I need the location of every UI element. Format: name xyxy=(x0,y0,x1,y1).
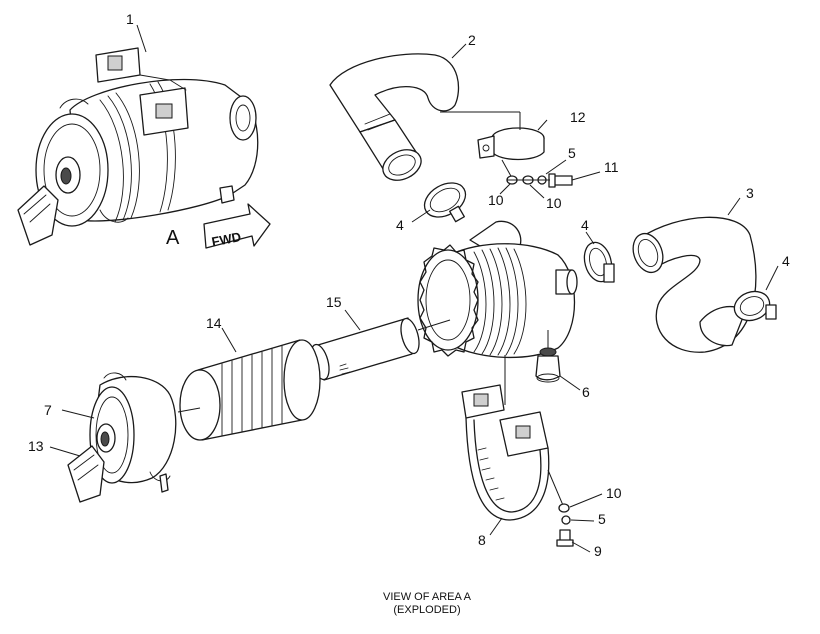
area-marker: A xyxy=(166,227,180,249)
callout-15: 15 xyxy=(326,294,342,310)
callout-8: 8 xyxy=(478,532,486,548)
fwd-arrow: FWD xyxy=(203,203,271,249)
callout-7: 7 xyxy=(44,402,52,418)
callout-10-left: 10 xyxy=(488,192,504,208)
hose-3 xyxy=(632,216,757,353)
band-hardware-bottom xyxy=(547,469,574,547)
caption-line-2: (EXPLODED) xyxy=(393,604,460,616)
callout-12: 12 xyxy=(570,109,586,125)
callout-9: 9 xyxy=(594,543,602,559)
mounting-band-8 xyxy=(461,355,550,521)
hose-2 xyxy=(329,53,460,181)
hose-clamp-4-upper xyxy=(423,182,467,223)
callout-11: 11 xyxy=(604,159,619,175)
callout-4-mid: 4 xyxy=(581,217,589,233)
fwd-label: FWD xyxy=(210,229,242,249)
safety-element-15 xyxy=(310,317,451,381)
intake-hood-13 xyxy=(67,445,105,503)
bracket-hardware-top xyxy=(501,159,573,188)
hose-clamp-4-right xyxy=(733,290,777,322)
callout-10-right: 10 xyxy=(546,195,562,211)
callout-13: 13 xyxy=(28,438,44,454)
callout-10-bottom: 10 xyxy=(606,485,622,501)
callout-4-upper: 4 xyxy=(396,217,404,233)
hose-clamp-4-mid xyxy=(583,241,615,283)
callout-14: 14 xyxy=(206,315,222,331)
vacuator-valve-6 xyxy=(535,347,561,383)
primary-element-14 xyxy=(177,339,321,441)
air-cleaner-housing xyxy=(417,220,578,359)
callout-2: 2 xyxy=(468,32,476,48)
callout-1: 1 xyxy=(126,11,134,27)
callout-4-right: 4 xyxy=(782,253,790,269)
callout-3: 3 xyxy=(746,185,754,201)
caption-line-1: VIEW OF AREA A xyxy=(383,591,472,603)
callout-5-top: 5 xyxy=(568,145,576,161)
callout-5-bottom: 5 xyxy=(598,511,606,527)
assembled-air-cleaner xyxy=(17,47,259,246)
mounting-clamp-12 xyxy=(440,111,545,161)
callout-6: 6 xyxy=(582,384,590,400)
